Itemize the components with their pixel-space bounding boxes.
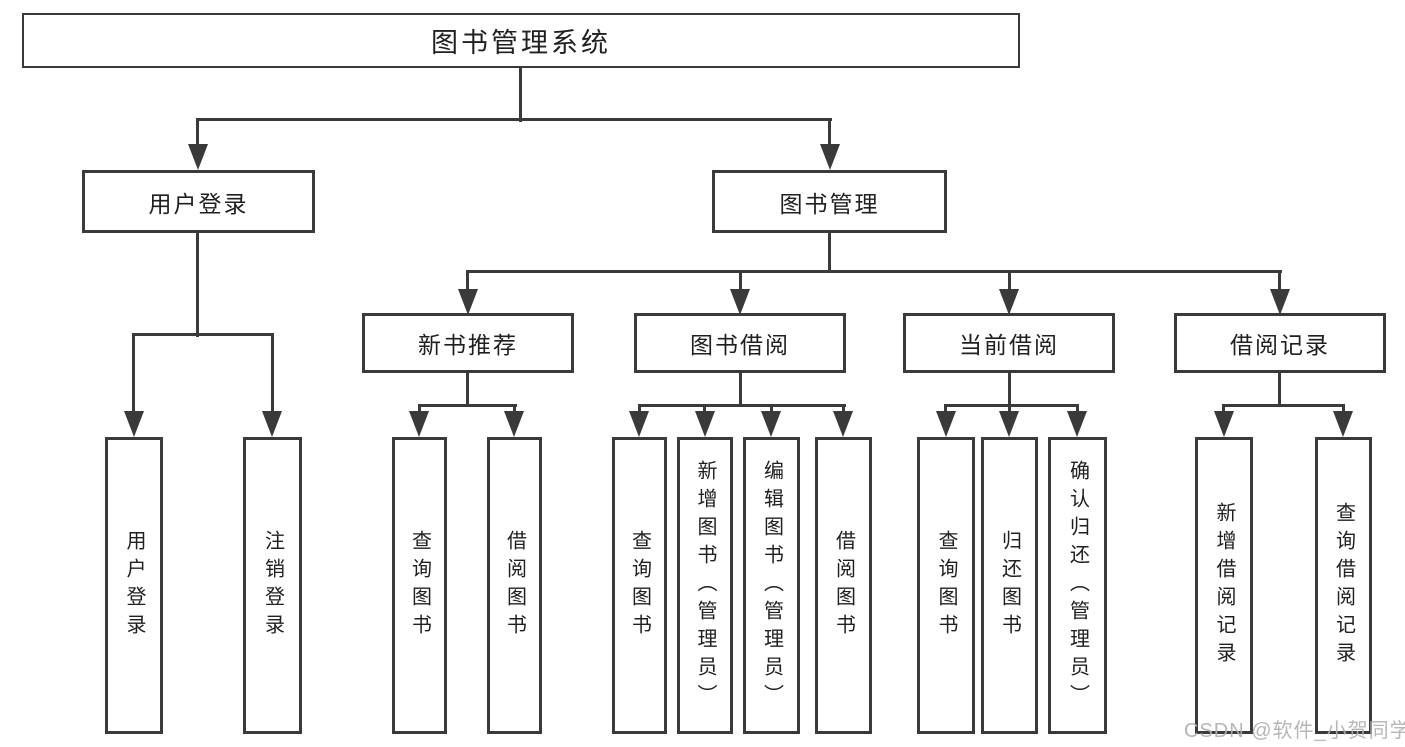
arrow-down-icon <box>833 411 853 437</box>
arrow-down-icon <box>504 411 524 437</box>
connector-drop-leaf <box>132 333 135 413</box>
connector-drop-leaf <box>1008 404 1011 414</box>
arrow-down-icon <box>695 411 715 437</box>
connector-branch-user-login <box>132 333 274 336</box>
connector-drop-user-login <box>196 118 199 148</box>
connector-drop-leaf <box>1222 404 1225 414</box>
connector-drop-leaf <box>703 404 706 414</box>
connector-user-login-stem <box>196 231 199 337</box>
leaf-query-books-3: 查询图书 <box>917 437 975 734</box>
connector-drop-leaf <box>638 404 641 414</box>
connector-drop-leaf <box>1342 404 1345 414</box>
connector-branch-new-book <box>418 404 517 407</box>
connector-stem-book-borrow <box>739 371 742 407</box>
connector-branch-book-borrow <box>638 404 846 407</box>
arrow-down-icon <box>629 411 649 437</box>
connector-root-stem <box>519 66 522 122</box>
leaf-add-borrow-record: 新增借阅记录 <box>1195 437 1253 734</box>
leaf-query-books-1: 查询图书 <box>392 437 447 734</box>
arrow-down-icon <box>458 289 478 315</box>
csdn-watermark: CSDN @软件_小贺同学 <box>1184 720 1405 742</box>
leaf-query-borrow-record: 查询借阅记录 <box>1315 437 1372 734</box>
connector-drop-leaf <box>842 404 845 414</box>
connector-drop-leaf <box>770 404 773 414</box>
leaf-return-books: 归还图书 <box>981 437 1038 734</box>
node-book-borrow: 图书借阅 <box>634 313 846 373</box>
leaf-borrow-books-1: 借阅图书 <box>487 437 542 734</box>
leaf-borrow-books-2: 借阅图书 <box>815 437 872 734</box>
node-user-login: 用户登录 <box>82 170 315 233</box>
leaf-query-books-2: 查询图书 <box>612 437 667 734</box>
leaf-logout: 注销登录 <box>243 437 302 734</box>
leaf-edit-books-admin: 编辑图书（管理员） <box>743 437 800 734</box>
node-book-management: 图书管理 <box>712 170 947 233</box>
node-root-library-system: 图书管理系统 <box>22 13 1020 68</box>
connector-branch-current-borrow <box>944 404 1079 407</box>
connector-stem-current-borrow <box>1008 371 1011 407</box>
node-current-borrow: 当前借阅 <box>903 313 1115 373</box>
connector-drop-level3 <box>739 270 742 292</box>
connector-drop-leaf <box>1076 404 1079 414</box>
connector-branch-borrow-records <box>1222 404 1345 407</box>
connector-branch-level3 <box>466 270 1282 273</box>
arrow-down-icon <box>730 289 750 315</box>
connector-drop-level3 <box>1278 270 1281 292</box>
arrow-down-icon <box>999 289 1019 315</box>
arrow-down-icon <box>1270 289 1290 315</box>
connector-drop-leaf <box>944 404 947 414</box>
connector-book-management-stem <box>828 231 831 273</box>
arrow-down-icon <box>761 411 781 437</box>
connector-drop-leaf <box>271 333 274 413</box>
arrow-down-icon <box>124 411 144 437</box>
leaf-add-books-admin: 新增图书（管理员） <box>677 437 733 734</box>
arrow-down-icon <box>1214 411 1234 437</box>
node-new-book-recommend: 新书推荐 <box>362 313 574 373</box>
connector-drop-level3 <box>1008 270 1011 292</box>
connector-stem-new-book <box>466 371 469 407</box>
leaf-confirm-return-admin: 确认归还（管理员） <box>1048 437 1107 734</box>
connector-drop-leaf <box>513 404 516 414</box>
connector-drop-book-management <box>828 118 831 148</box>
connector-branch-level2 <box>196 118 832 121</box>
connector-drop-leaf <box>418 404 421 414</box>
arrow-down-icon <box>188 144 208 170</box>
arrow-down-icon <box>1333 411 1353 437</box>
arrow-down-icon <box>409 411 429 437</box>
leaf-user-login: 用户登录 <box>105 437 163 734</box>
arrow-down-icon <box>262 411 282 437</box>
arrow-down-icon <box>820 144 840 170</box>
arrow-down-icon <box>1067 411 1087 437</box>
arrow-down-icon <box>936 411 956 437</box>
connector-stem-borrow-records <box>1278 371 1281 407</box>
arrow-down-icon <box>999 411 1019 437</box>
connector-drop-level3 <box>466 270 469 292</box>
node-borrow-records: 借阅记录 <box>1174 313 1386 373</box>
